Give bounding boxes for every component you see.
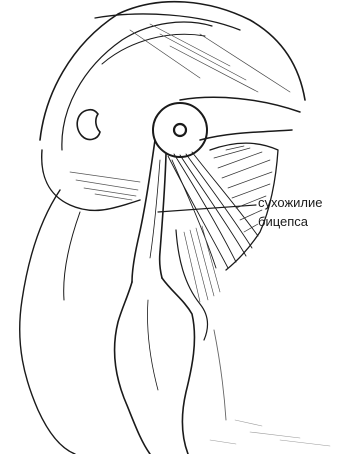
biceps-right-outer xyxy=(176,230,207,340)
biceps-right-outline xyxy=(162,278,194,454)
tendon-label-line1: сухожилие xyxy=(258,195,322,211)
shoulder-inner-arc-2 xyxy=(102,34,205,64)
biceps-left-outline xyxy=(115,282,150,454)
coracoid-circle xyxy=(153,103,207,157)
label-leader-line xyxy=(158,205,256,212)
arm-right-contour xyxy=(214,330,226,420)
tendon-mid-line xyxy=(150,160,160,258)
texture-marks xyxy=(210,420,330,446)
acromion-top-edge xyxy=(95,14,240,30)
clavicle-bar-bottom xyxy=(200,130,292,140)
arm-left-contour xyxy=(20,190,75,454)
tendon-left-edge xyxy=(132,140,155,282)
tendon-label-line2: бицепса xyxy=(258,214,308,230)
acromion-hatching xyxy=(130,24,290,92)
armpit-hatching xyxy=(70,172,140,200)
coracoid-center-ring xyxy=(174,124,186,136)
biceps-inner-line xyxy=(147,300,158,390)
arm-inner-contour xyxy=(64,212,80,300)
tendon-right-edge xyxy=(160,154,166,278)
glenoid-notch xyxy=(77,110,100,140)
